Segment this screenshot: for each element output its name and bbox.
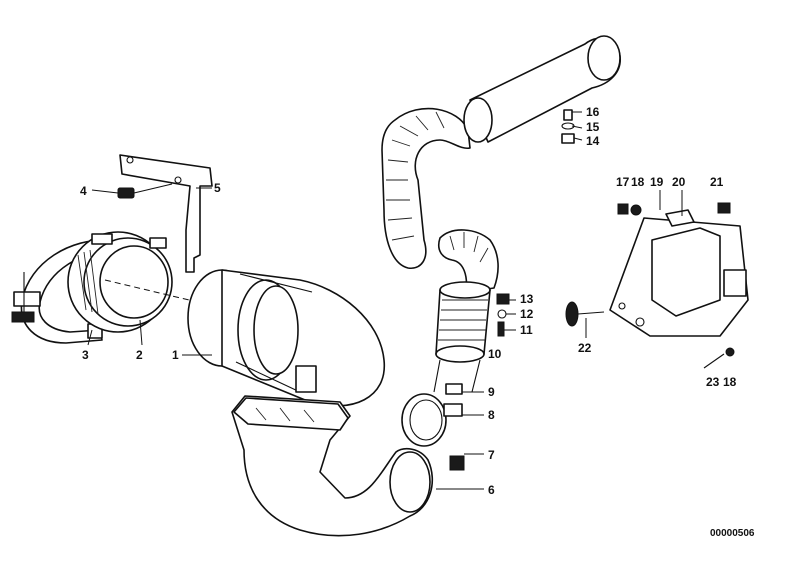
corrugated-hose-lower (433, 281, 491, 393)
callout-5: 5 (214, 181, 221, 195)
leader-lines (87, 111, 683, 490)
hardware-17-23 (617, 202, 735, 369)
screw-4 (117, 183, 173, 199)
callout-13: 13 (520, 292, 534, 306)
control-module (609, 209, 749, 337)
callout-6: 6 (488, 483, 495, 497)
callout-3: 3 (82, 348, 89, 362)
callout-19: 19 (650, 175, 664, 189)
callout-21: 21 (710, 175, 724, 189)
callout-8: 8 (488, 408, 495, 422)
callout-7: 7 (488, 448, 495, 462)
callout-1: 1 (172, 348, 179, 362)
callout-16: 16 (586, 105, 600, 119)
callout-11: 11 (520, 323, 533, 337)
hose-clamp (401, 383, 463, 447)
callout-4: 4 (80, 184, 87, 198)
upper-pipe (463, 35, 621, 143)
clamp-band (11, 239, 119, 344)
intake-duct (231, 395, 434, 537)
callout-17: 17 (616, 175, 630, 189)
document-number: 00000506 (710, 528, 755, 539)
callout-12: 12 (520, 307, 534, 321)
mounting-bracket (119, 154, 213, 273)
callout-9: 9 (488, 385, 495, 399)
nut-7 (449, 455, 465, 471)
hardware-11-13 (496, 293, 510, 337)
air-filter-housing (187, 269, 385, 407)
intake-flange (67, 231, 173, 333)
callout-20: 20 (672, 175, 686, 189)
callout-18-top: 18 (631, 175, 645, 189)
center-line (104, 279, 211, 306)
callout-2: 2 (136, 348, 143, 362)
callout-23: 23 (706, 375, 720, 389)
callout-18-bottom: 18 (723, 375, 737, 389)
callout-10: 10 (488, 347, 502, 361)
bolt-22 (565, 301, 605, 327)
callout-14: 14 (586, 134, 600, 148)
callout-15: 15 (586, 120, 600, 134)
callout-22: 22 (578, 341, 592, 355)
callout-numbers: 1 2 3 4 5 6 7 8 9 10 11 12 13 14 15 16 1… (80, 105, 737, 497)
